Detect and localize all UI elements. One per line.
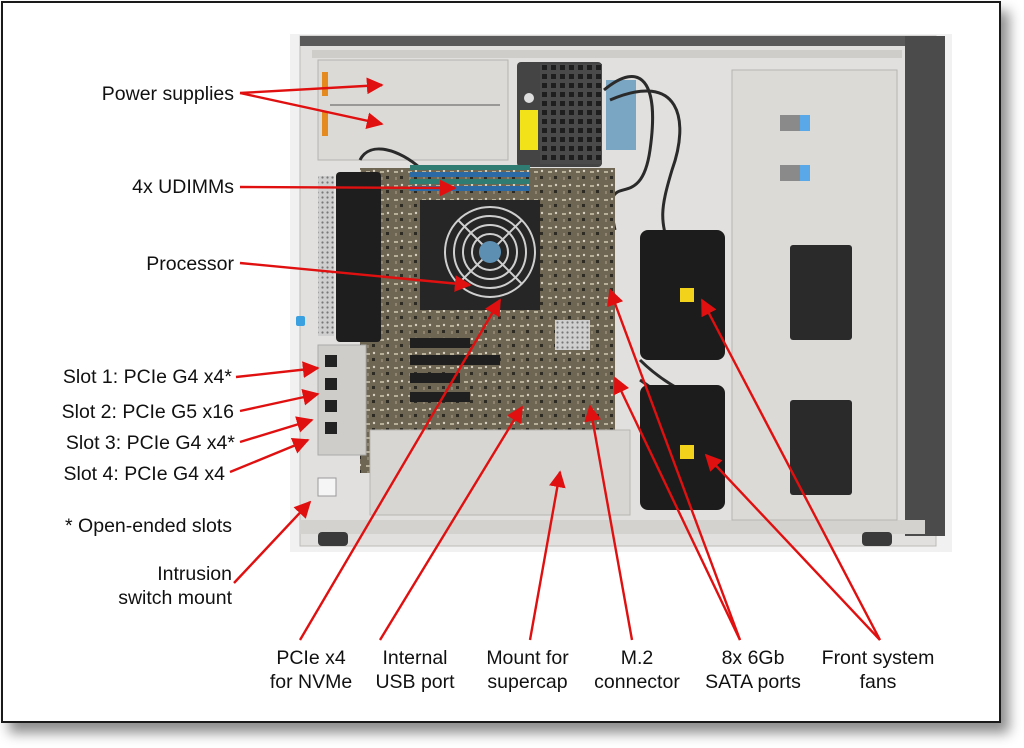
label-fans: Front system fans — [808, 646, 948, 694]
front-bezel — [905, 36, 945, 536]
chipset-heatsink — [555, 320, 590, 350]
label-supercap: Mount for supercap — [470, 646, 585, 694]
label-text: Slot 3: PCIe G4 x4* — [65, 432, 235, 454]
label-line: Front system — [821, 647, 935, 669]
label-usb: Internal USB port — [360, 646, 470, 694]
arrow-slot4 — [229, 437, 310, 474]
label-line: Intrusion — [157, 563, 232, 585]
arrow-fans-2 — [704, 453, 881, 641]
arrow-processor — [239, 261, 472, 292]
front-fans — [640, 230, 725, 510]
label-power-supplies: Power supplies — [102, 82, 234, 106]
foot — [318, 532, 348, 546]
arrow-intrusion — [233, 500, 312, 584]
label-line: supercap — [487, 671, 568, 693]
label-text: * Open-ended slots — [65, 515, 232, 537]
label-pcie-nvme: PCIe x4 for NVMe — [256, 646, 366, 694]
label-line: Mount for — [486, 647, 569, 669]
label-m2: M.2 connector — [582, 646, 692, 694]
arrow-m2 — [584, 404, 634, 641]
label-text: 4x UDIMMs — [132, 176, 234, 198]
label-processor: Processor — [146, 252, 234, 276]
arrow-pcie-nvme — [298, 298, 502, 641]
drive-bays — [731, 69, 898, 521]
arrow-fans-1 — [700, 298, 882, 641]
label-line: Internal — [382, 647, 448, 669]
processor-heatsink — [420, 200, 540, 310]
label-text: Slot 1: PCIe G4 x4* — [62, 366, 232, 388]
arrow-slot3 — [239, 416, 314, 444]
label-udimms: 4x UDIMMs — [132, 175, 234, 199]
label-line: 8x 6Gb — [721, 647, 785, 669]
label-slot2: Slot 2: PCIe G5 x16 — [62, 400, 234, 424]
label-text: Slot 2: PCIe G5 x16 — [61, 401, 234, 423]
rear-fan — [336, 172, 381, 342]
label-text: Processor — [146, 253, 234, 275]
label-line: for NVMe — [269, 671, 353, 693]
label-slot4: Slot 4: PCIe G4 x4 — [64, 462, 226, 486]
arrow-usb — [378, 405, 524, 641]
psu-fan-module — [517, 62, 602, 167]
label-line: PCIe x4 — [276, 647, 346, 669]
pcie-slots — [410, 338, 500, 402]
rear-vent — [318, 176, 334, 336]
label-text: Power supplies — [101, 83, 234, 105]
label-line: fans — [859, 671, 897, 693]
power-supply-bays — [317, 59, 509, 161]
intrusion-switch — [317, 477, 337, 497]
arrow-supercap — [528, 470, 566, 641]
foot — [862, 532, 892, 546]
label-intrusion: Intrusion switch mount — [118, 562, 232, 610]
label-line: M.2 — [620, 647, 654, 669]
arrow-slot2 — [239, 389, 320, 413]
rear-slot-brackets — [296, 316, 367, 497]
label-text: Slot 4: PCIe G4 x4 — [63, 463, 226, 485]
label-sata: 8x 6Gb SATA ports — [694, 646, 812, 694]
label-line: SATA ports — [705, 671, 801, 693]
arrow-sata-1 — [607, 288, 742, 641]
label-slot1: Slot 1: PCIe G4 x4* — [63, 365, 232, 389]
arrow-slot1 — [235, 361, 320, 379]
label-slot3: Slot 3: PCIe G4 x4* — [66, 431, 235, 455]
label-line: switch mount — [118, 587, 232, 609]
label-line: USB port — [375, 671, 455, 693]
arrow-sata-2 — [613, 376, 742, 641]
arrow-udimms — [239, 179, 457, 197]
label-footnote: * Open-ended slots — [65, 514, 232, 538]
label-line: connector — [594, 671, 680, 693]
dimm-slots — [410, 165, 530, 191]
arrow-power-supply-1 — [239, 77, 384, 95]
arrow-power-supply-2 — [239, 91, 384, 129]
